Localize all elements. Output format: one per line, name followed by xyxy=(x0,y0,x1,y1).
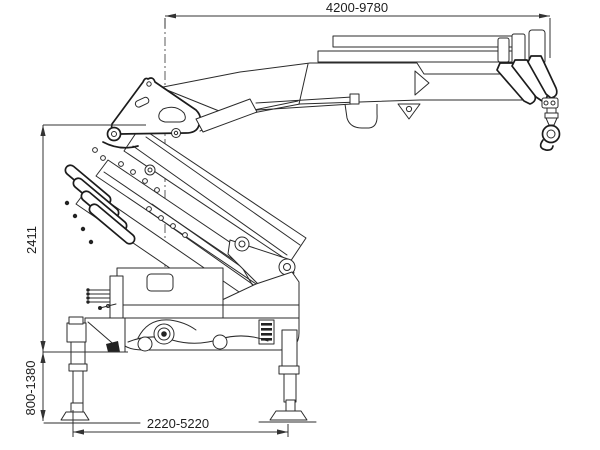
boom-cylinder xyxy=(195,93,360,133)
dimension-top-span: 4200-9780 xyxy=(164,0,551,58)
dim-label-height: 2411 xyxy=(24,226,39,254)
outrigger-right xyxy=(258,329,317,423)
base-hole xyxy=(137,336,153,352)
dimension-outrigger-spread: 2220-5220 xyxy=(72,410,289,437)
dim-label-top-span: 4200-9780 xyxy=(326,0,388,15)
hook-icon xyxy=(539,97,561,152)
outrigger-foot xyxy=(269,410,308,421)
dimension-height: 2411 xyxy=(24,124,146,353)
dimension-ground-clearance: 800-1380 xyxy=(23,352,46,421)
knuckle-tips xyxy=(496,55,558,105)
dim-label-ground-clearance: 800-1380 xyxy=(23,361,38,416)
dim-label-outrigger-spread: 2220-5220 xyxy=(147,416,209,431)
slewing-base xyxy=(116,317,300,352)
boom-extension-bars xyxy=(317,29,546,65)
pedestal xyxy=(116,267,300,319)
outrigger-foot xyxy=(60,411,90,421)
elbow-pivot xyxy=(106,126,122,142)
outrigger-leg xyxy=(281,329,298,369)
control-levers xyxy=(86,275,124,319)
base-hole xyxy=(212,334,228,350)
folded-boom-tip xyxy=(88,203,136,245)
outrigger-left xyxy=(43,316,141,424)
outrigger-leg xyxy=(70,341,86,367)
